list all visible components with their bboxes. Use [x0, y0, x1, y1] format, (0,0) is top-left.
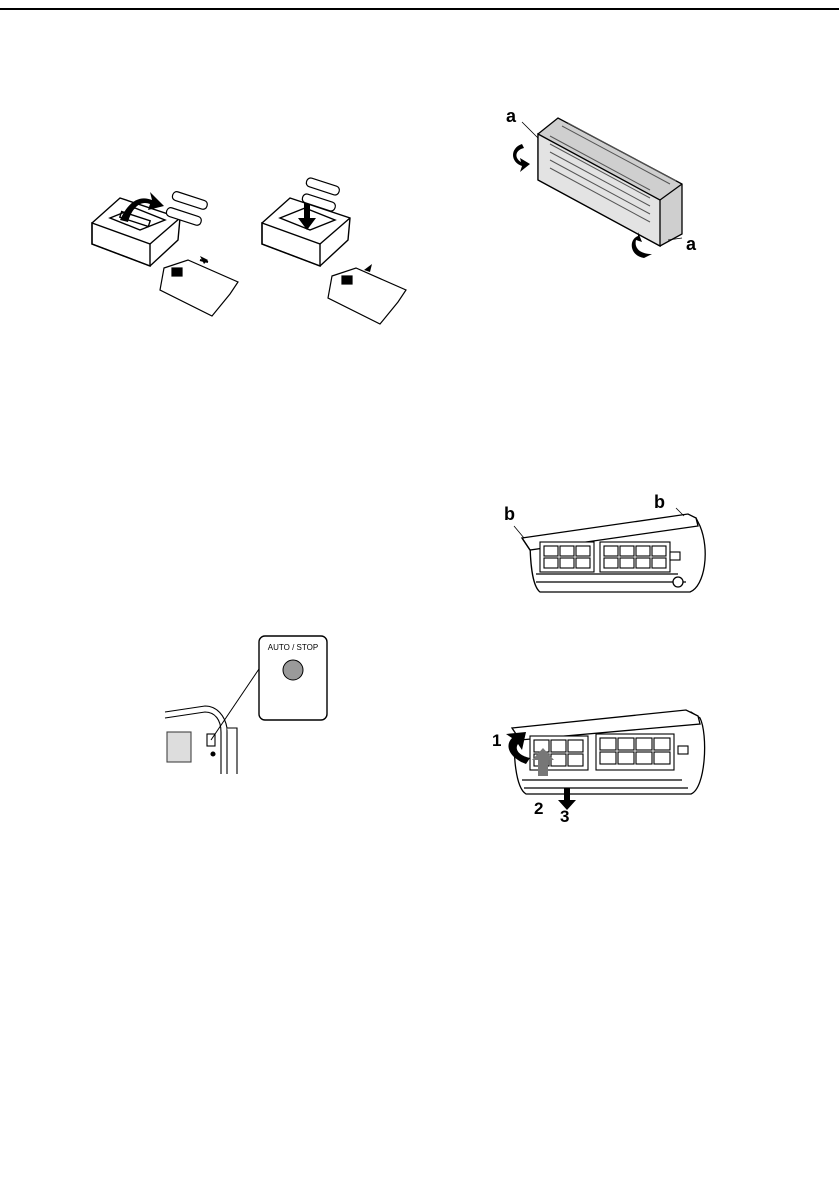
rotate-arrow-top-icon [513, 144, 530, 172]
remote-open-illustration [92, 198, 180, 266]
auto-stop-button [283, 660, 303, 680]
unit-open-panel-illustration [522, 514, 705, 592]
auto-stop-label: AUTO / STOP [268, 643, 318, 652]
filter-removal-figure: 1 2 3 [486, 704, 711, 826]
auto-stop-callout: AUTO / STOP [259, 636, 327, 720]
unit-side-illustration [165, 706, 237, 774]
battery-cover-illustration [160, 260, 238, 316]
step-2-label: 2 [534, 799, 543, 818]
battery-cover-illustration-2 [328, 268, 406, 324]
step-3-label: 3 [560, 807, 569, 826]
front-panel-b-figure: b b [500, 490, 715, 600]
label-a-top: a [506, 106, 517, 126]
close-arrow-icon [364, 264, 372, 272]
page-top-rule [0, 8, 839, 10]
auto-stop-figure: AUTO / STOP [165, 636, 330, 776]
battery-replacement-figure [80, 178, 420, 328]
label-b-left: b [504, 504, 515, 524]
indoor-unit-a-figure: a a [500, 106, 710, 266]
label-a-bottom: a [686, 234, 697, 254]
label-b-right: b [654, 492, 665, 512]
step-1-label: 1 [492, 731, 501, 750]
indoor-unit-illustration [538, 118, 682, 246]
